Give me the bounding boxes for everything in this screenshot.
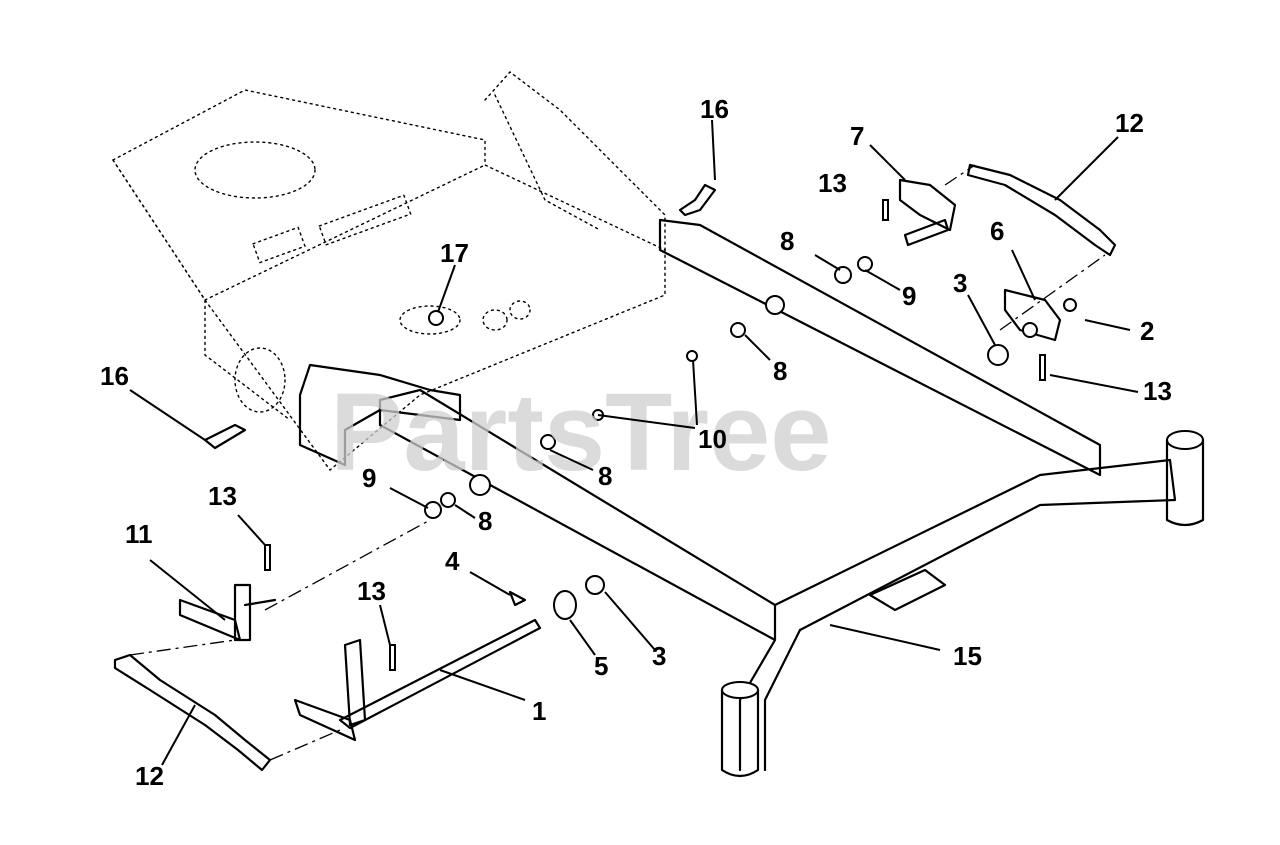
callout-3-bottom: 3 — [652, 641, 666, 671]
callout-13-right: 13 — [1143, 376, 1172, 406]
callout-13-top: 13 — [818, 168, 847, 198]
left-pivot-bracket — [178, 583, 277, 642]
deck-body-outline — [111, 71, 666, 472]
callout-11: 11 — [125, 519, 153, 549]
callout-15: 15 — [953, 641, 982, 671]
watermark: PartsTree — [330, 371, 831, 494]
main-frame — [378, 218, 1205, 778]
callout-8-mid: 8 — [773, 356, 787, 386]
right-pivot-bracket-7 — [898, 178, 957, 247]
callout-2: 2 — [1140, 316, 1154, 346]
callout-6: 6 — [990, 216, 1004, 246]
callout-9-left: 9 — [362, 463, 376, 493]
callout-8-left: 8 — [478, 506, 492, 536]
leader-lines — [129, 119, 1139, 766]
callout-9-top: 9 — [902, 281, 916, 311]
link-12-lower — [113, 653, 272, 772]
pivot-rod — [293, 618, 542, 742]
callout-12-top: 12 — [1115, 108, 1144, 138]
link-12-upper — [966, 163, 1117, 257]
callout-10: 10 — [698, 424, 727, 454]
callout-4: 4 — [445, 546, 460, 576]
hardware — [203, 183, 1077, 671]
callout-17: 17 — [440, 238, 469, 268]
callout-13-bottom: 13 — [357, 576, 386, 606]
callout-16-left: 16 — [100, 361, 129, 391]
callout-13-left: 13 — [208, 481, 237, 511]
center-lines — [129, 164, 1106, 761]
callout-5: 5 — [594, 651, 608, 681]
callout-8-top: 8 — [780, 226, 794, 256]
callout-12-bottom: 12 — [135, 761, 164, 791]
callout-3-right: 3 — [953, 268, 967, 298]
callout-1: 1 — [532, 696, 546, 726]
callout-8-center: 8 — [598, 461, 612, 491]
right-pivot-bracket-6 — [1003, 288, 1062, 342]
callout-7: 7 — [850, 121, 864, 151]
callout-16-top: 16 — [700, 94, 729, 124]
callouts: 16 7 12 13 6 8 9 17 3 2 8 13 16 10 8 9 8… — [100, 94, 1172, 791]
